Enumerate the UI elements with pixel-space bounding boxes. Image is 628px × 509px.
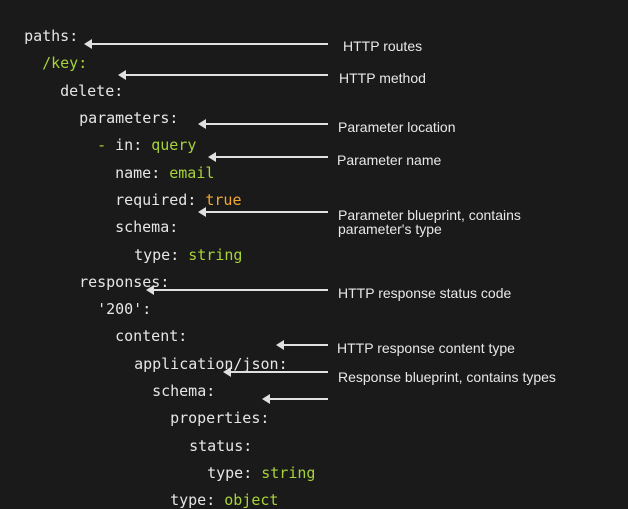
yaml-sep: : <box>160 273 170 291</box>
yaml-sep: : <box>278 355 288 373</box>
yaml-value: email <box>169 164 215 182</box>
yaml-key: in <box>115 136 134 154</box>
code-line-in: - in: query <box>79 118 196 154</box>
yaml-key: '200' <box>97 300 143 318</box>
yaml-sep: : <box>169 109 179 127</box>
annotation-status-code: HTTP response status code <box>338 285 512 301</box>
yaml-key: type <box>170 491 207 509</box>
code-line-parameters: parameters: <box>61 91 178 127</box>
yaml-key: status <box>189 437 244 455</box>
arrow-left-icon <box>146 285 328 295</box>
code-line-schema: schema: <box>97 200 178 236</box>
yaml-sep: : <box>133 136 152 154</box>
yaml-value: query <box>151 136 197 154</box>
arrow-left-icon <box>276 340 328 350</box>
yaml-sep: : <box>170 246 189 264</box>
yaml-value: string <box>188 246 243 264</box>
code-line-status-code: '200': <box>79 282 151 318</box>
yaml-key-route: /key <box>42 54 79 72</box>
code-line-responses: responses: <box>61 255 169 291</box>
yaml-sep: : <box>260 409 270 427</box>
code-line-content-type: application/json: <box>116 337 288 373</box>
yaml-key: delete <box>60 82 115 100</box>
yaml-sep: : <box>114 82 124 100</box>
annotation-http-routes: HTTP routes <box>343 38 423 54</box>
yaml-sep: : <box>243 437 253 455</box>
code-line-name: name: email <box>97 146 214 182</box>
yaml-key: type <box>134 246 171 264</box>
code-line-required: required: true <box>97 173 242 209</box>
yaml-key: type <box>207 464 244 482</box>
yaml-sep: : <box>178 327 188 345</box>
code-line-response-schema: schema: <box>134 364 215 400</box>
code-line-paths: paths: <box>6 9 78 45</box>
code-line-properties: properties: <box>152 391 269 427</box>
yaml-key: required <box>115 191 188 209</box>
yaml-key: parameters <box>79 109 170 127</box>
yaml-value: string <box>261 464 316 482</box>
annotation-parameter-name: Parameter name <box>337 152 442 168</box>
yaml-sep: : <box>142 300 152 318</box>
yaml-sep: : <box>151 164 170 182</box>
arrow-left-icon <box>198 207 328 217</box>
code-line-route: /key: <box>24 36 87 72</box>
arrow-left-icon <box>223 367 328 377</box>
code-line-delete: delete: <box>42 64 123 100</box>
yaml-sep: : <box>169 218 179 236</box>
yaml-sep: : <box>206 491 225 509</box>
code-line-status: status: <box>171 419 252 455</box>
annotation-http-method: HTTP method <box>339 70 426 86</box>
arrow-left-icon <box>118 70 328 80</box>
yaml-key: content <box>115 327 179 345</box>
code-line-status-type: type: string <box>189 446 315 482</box>
yaml-key: responses <box>79 273 161 291</box>
annotation-parameter-location: Parameter location <box>338 119 456 135</box>
yaml-value-boolean: true <box>205 191 242 209</box>
code-line-type: type: string <box>116 228 242 264</box>
yaml-key: properties <box>170 409 261 427</box>
yaml-key: schema <box>115 218 170 236</box>
arrow-left-icon <box>198 119 328 129</box>
yaml-sep: : <box>69 27 79 45</box>
arrow-left-icon <box>84 39 328 49</box>
yaml-sep: : <box>206 382 216 400</box>
annotation-content-type: HTTP response content type <box>337 340 515 356</box>
yaml-list-dash: - <box>97 136 116 154</box>
annotation-response-blueprint: Response blueprint, contains types <box>338 369 556 385</box>
yaml-sep: : <box>78 54 88 72</box>
arrow-left-icon <box>208 152 328 162</box>
yaml-key: paths <box>24 27 70 45</box>
code-line-object-type: type: object <box>152 473 278 509</box>
annotation-parameter-blueprint: Parameter blueprint, contains parameter'… <box>338 207 521 237</box>
code-line-content: content: <box>97 309 187 345</box>
yaml-key: schema <box>152 382 207 400</box>
yaml-sep: : <box>187 191 206 209</box>
yaml-key: name <box>115 164 152 182</box>
yaml-sep: : <box>243 464 262 482</box>
yaml-value: object <box>224 491 279 509</box>
arrow-left-icon <box>262 394 328 404</box>
yaml-key: application/json <box>134 355 279 373</box>
